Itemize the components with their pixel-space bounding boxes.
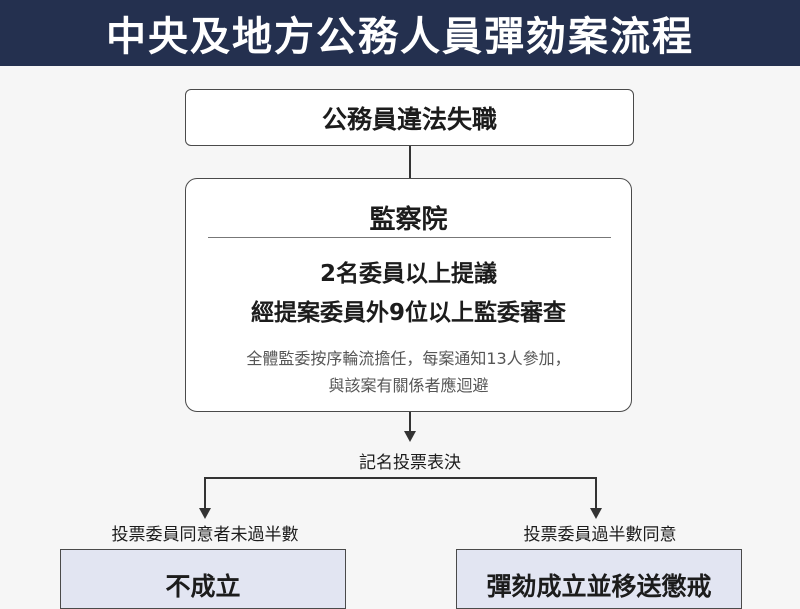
vote-label: 記名投票表決 [359,453,461,473]
arrowhead-right-branch [590,508,602,519]
right-condition: 投票委員過半數同意 [523,525,677,545]
page-title: 中央及地方公務人員彈劾案流程 [106,14,694,60]
result-right-label: 彈劾成立並移送懲戒 [486,572,712,601]
left-condition: 投票委員同意者未過半數 [111,525,299,545]
arrowhead-left-branch [199,508,211,519]
rule-review: 經提案委員外9位以上監委審查 [250,300,566,326]
control-yuan-node: 監察院 2名委員以上提議 經提案委員外9位以上監委審查 全體監委按序輪流擔任，每… [185,178,632,412]
result-not-established: 不成立 [60,549,346,609]
rule-proposal: 2名委員以上提議 [319,261,497,287]
note-rotation: 全體監委按序輪流擔任，每案通知13人參加， [246,349,571,368]
start-node: 公務員違法失職 [185,89,634,146]
divider [208,237,611,238]
start-label: 公務員違法失職 [321,104,497,134]
note-recusal: 與該案有關係者應迴避 [328,376,489,395]
arrowhead-vote [404,431,416,442]
result-left-label: 不成立 [165,572,241,601]
result-impeachment-established: 彈劾成立並移送懲戒 [456,549,742,609]
connector-branch [204,477,597,510]
page-title-banner: 中央及地方公務人員彈劾案流程 [0,0,800,66]
control-yuan-title: 監察院 [369,205,448,235]
